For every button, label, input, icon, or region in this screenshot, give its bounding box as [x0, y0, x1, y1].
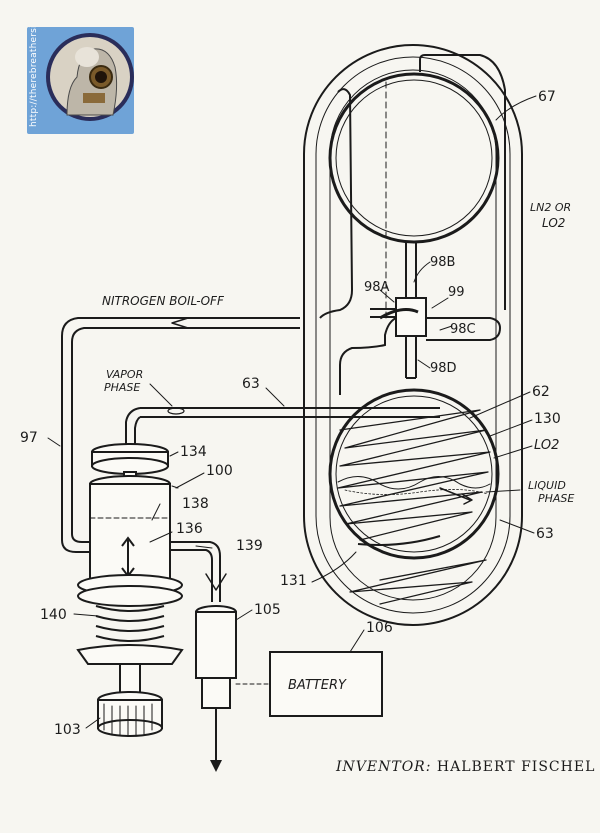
site-logo[interactable]: http://therebreathersite.nl	[27, 27, 134, 134]
label-139: 139	[236, 538, 263, 554]
label-liquid-phase: PHASE	[538, 492, 574, 505]
label-67: 67	[538, 89, 556, 105]
label-98b: 98B	[430, 255, 455, 270]
label-97: 97	[20, 430, 38, 446]
manifold-99	[339, 242, 502, 395]
reference-labels: 67 LN2 OR LO2 98B 98A 99 98C 98D NITROGE…	[20, 89, 574, 738]
upper-sphere-67	[319, 54, 506, 321]
label-63-bottom: 63	[536, 526, 554, 542]
inventor-prefix: INVENTOR:	[336, 759, 432, 775]
diver-helmet-icon	[46, 33, 134, 121]
label-103: 103	[54, 722, 81, 738]
label-98a: 98A	[364, 280, 390, 295]
label-vapor: VAPOR	[106, 368, 143, 381]
label-134: 134	[180, 444, 207, 460]
label-138: 138	[182, 496, 209, 512]
label-98c: 98C	[450, 322, 476, 337]
label-lo2-tank: LO2	[542, 216, 565, 230]
battery-106	[269, 651, 383, 717]
label-63-top: 63	[242, 376, 260, 392]
label-105: 105	[254, 602, 281, 618]
piping	[61, 317, 440, 553]
label-100: 100	[206, 463, 233, 479]
label-nitrogen-boil-off: NITROGEN BOIL-OFF	[102, 294, 225, 308]
label-62: 62	[532, 384, 550, 400]
label-vapor-phase: PHASE	[104, 381, 140, 394]
label-136: 136	[176, 521, 203, 537]
label-liquid: LIQUID	[528, 479, 566, 492]
label-130: 130	[534, 411, 561, 427]
battery-label: BATTERY	[288, 678, 347, 693]
label-140: 140	[40, 607, 67, 623]
label-98d: 98D	[430, 361, 457, 376]
cryogenic-tank	[303, 44, 523, 626]
leader-lines	[47, 95, 537, 729]
inventor-name: HALBERT FISCHEL	[436, 759, 596, 775]
label-99: 99	[448, 285, 465, 300]
regulator-assembly-100	[76, 443, 227, 737]
sensor-105	[195, 605, 271, 772]
label-ln2: LN2 OR	[530, 201, 571, 214]
label-106: 106	[366, 620, 393, 636]
label-lo2-inner: LO2	[534, 438, 559, 453]
inventor-caption: INVENTOR: HALBERT FISCHEL	[336, 759, 595, 775]
label-131: 131	[280, 573, 307, 589]
lower-sphere-lox	[328, 388, 500, 605]
